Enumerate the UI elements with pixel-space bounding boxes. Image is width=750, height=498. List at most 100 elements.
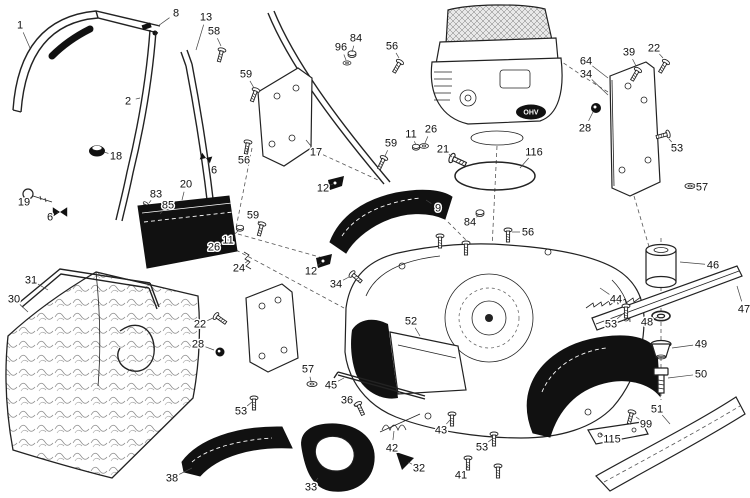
callout-13: 13 (200, 12, 212, 24)
callout-leader-18 (103, 151, 109, 154)
callout-26: 26 (208, 242, 220, 254)
callout-20: 20 (180, 179, 192, 191)
callout-84: 84 (350, 33, 362, 45)
callout-52: 52 (405, 316, 417, 328)
callout-53: 53 (476, 442, 488, 454)
callout-leader-33 (315, 477, 319, 481)
discharge-deflector (329, 189, 453, 254)
callout-leader-19 (30, 196, 33, 199)
callout-31: 31 (25, 275, 37, 287)
callout-12: 12 (317, 183, 329, 195)
blade (585, 265, 743, 331)
callout-leader-12 (317, 262, 322, 267)
callout-leader-38 (178, 467, 193, 475)
callout-53: 53 (671, 143, 683, 155)
callout-56: 56 (386, 41, 398, 53)
engine: OHV (430, 4, 563, 146)
callout-leader-31 (37, 283, 49, 291)
callout-6: 6 (211, 165, 217, 177)
callout-47: 47 (738, 304, 750, 316)
eye-bolt (22, 188, 53, 203)
wheel-cover (301, 423, 414, 492)
handle-grip (48, 25, 94, 60)
callout-leader-50 (667, 374, 694, 379)
callout-leader-46 (679, 261, 706, 265)
clip-part (396, 452, 414, 470)
callout-59: 59 (385, 138, 397, 150)
callout-24: 24 (233, 263, 245, 275)
callout-49: 49 (695, 339, 707, 351)
callout-leader-84 (351, 45, 355, 53)
callout-leader-83 (148, 200, 152, 204)
callout-19: 19 (18, 197, 30, 209)
engine-badge (516, 104, 546, 120)
callout-leader-96 (343, 54, 347, 61)
callout-leader-1 (22, 32, 31, 49)
callout-96: 96 (335, 42, 347, 54)
callout-38: 38 (166, 473, 178, 485)
callout-83: 83 (150, 189, 162, 201)
callout-leader-116 (519, 157, 529, 169)
lever-small (316, 176, 344, 268)
callout-42: 42 (386, 443, 398, 455)
blade-adapter (645, 243, 677, 289)
callout-leader-47 (736, 285, 743, 302)
callout-leader-53 (668, 138, 672, 143)
callout-41: 41 (455, 470, 467, 482)
callout-leader-17 (305, 139, 312, 147)
handle-rod (267, 10, 391, 185)
callout-17: 17 (310, 147, 322, 159)
callout-leader-32 (407, 461, 413, 465)
callout-11: 11 (405, 129, 416, 141)
callout-leader-64 (592, 65, 609, 79)
callout-leader-56 (395, 52, 400, 59)
callout-48: 48 (641, 317, 653, 329)
callout-85: 85 (162, 200, 174, 212)
callout-26: 26 (425, 124, 437, 136)
callout-8: 8 (173, 8, 179, 20)
callout-57: 57 (696, 182, 708, 194)
handle-bracket-left (245, 283, 299, 373)
callout-50: 50 (695, 369, 707, 381)
callout-59: 59 (247, 210, 259, 222)
callout-leader-49 (671, 344, 694, 349)
callout-36: 36 (341, 395, 353, 407)
callout-leader-53 (246, 401, 253, 407)
callout-leader-48 (654, 316, 659, 320)
handle-bracket-right (609, 61, 661, 197)
callout-leader-39 (632, 58, 637, 67)
callout-leader-85 (159, 210, 163, 215)
callout-leader-59 (258, 220, 261, 224)
callout-44: 44 (610, 294, 622, 306)
callout-leader-51 (661, 414, 671, 425)
callout-leader-24 (245, 259, 250, 264)
callout-leader-44 (599, 287, 610, 295)
callout-leader-99 (635, 416, 640, 420)
callout-leader-59 (384, 150, 388, 157)
callout-leader-26 (424, 136, 429, 144)
callout-leader-43 (446, 419, 451, 425)
handle-mount-plate (257, 67, 313, 167)
callout-30: 30 (8, 294, 20, 306)
callout-115: 115 (603, 434, 621, 446)
callout-33: 33 (305, 482, 317, 494)
callout-84: 84 (464, 217, 476, 229)
callout-18: 18 (110, 151, 122, 163)
callout-leader-28 (205, 346, 215, 351)
lower-handle-left (115, 29, 157, 222)
rear-bumper (595, 396, 746, 492)
callout-51: 51 (651, 404, 663, 416)
callout-53: 53 (605, 319, 617, 331)
callout-leader-42 (392, 430, 395, 441)
callout-34: 34 (330, 279, 342, 291)
engine-mount-ring (454, 161, 536, 191)
callout-53: 53 (235, 406, 247, 418)
rear-door (137, 195, 238, 269)
callout-22: 22 (648, 43, 660, 55)
upper-handle (12, 10, 161, 113)
callout-leader-6 (56, 211, 59, 214)
front-trim (181, 426, 293, 477)
